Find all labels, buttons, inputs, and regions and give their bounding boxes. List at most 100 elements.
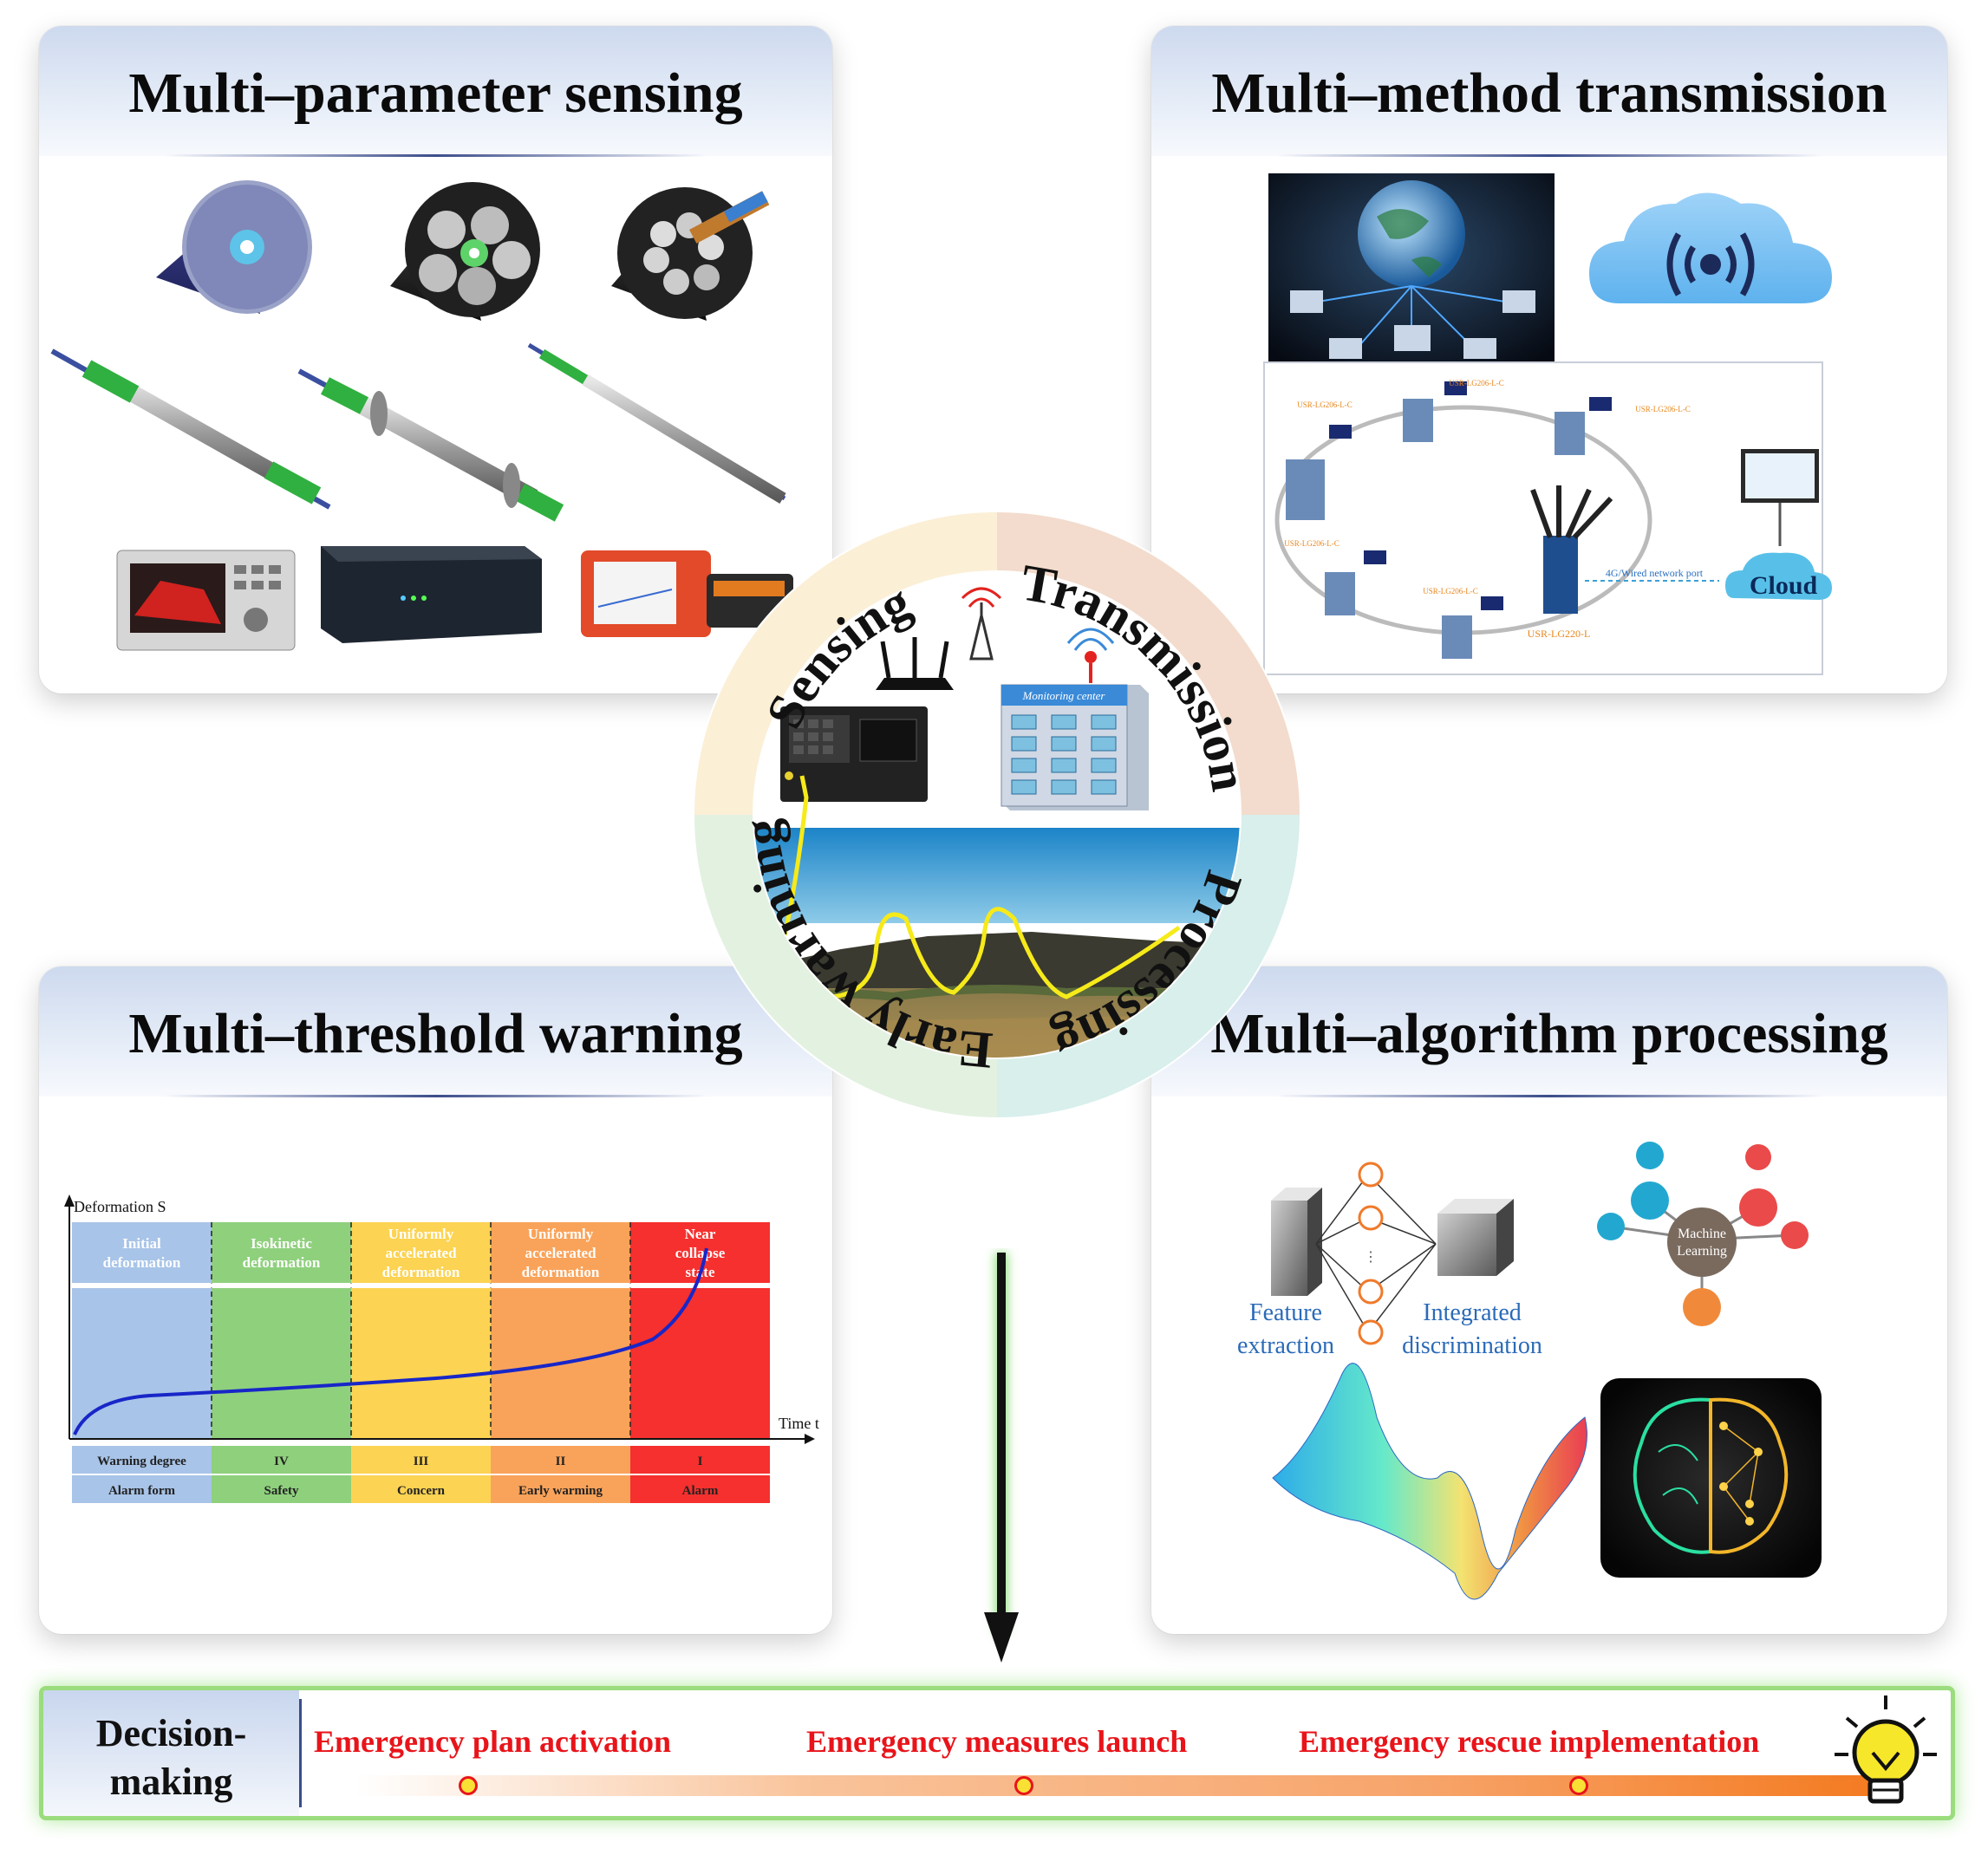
center-ring: Monitoring center Sensing Transmission P…: [693, 511, 1301, 1119]
stage-label: deformation: [522, 1264, 600, 1280]
warning-chart: Initial deformation Isokinetic deformation U…: [39, 967, 832, 1634]
panel-title: Multi–parameter sensing: [128, 62, 743, 125]
ellipsis: ⋮: [1364, 1250, 1378, 1265]
panel-header: [1151, 967, 1947, 1097]
gateway-label: USR-LG220-L: [1528, 628, 1591, 640]
iot-network-diagram: USR-LG206-L-C USR-LG206-L-C USR-LG206-L-…: [1263, 361, 1832, 675]
panel-title: Multi–threshold warning: [128, 1002, 743, 1065]
interrogator-box-icon: [321, 546, 542, 643]
fbg-sensor-rod-icon: [50, 348, 331, 510]
panel-title: Multi–method transmission: [1211, 62, 1887, 125]
panel-warning: Multi–threshold warning Initial deformati…: [39, 967, 832, 1634]
stage-label: collapse: [675, 1245, 726, 1261]
timeline-bar: [355, 1775, 1881, 1796]
table-cell-value: I: [698, 1455, 703, 1468]
stage-label: accelerated: [385, 1245, 457, 1261]
panel-title: Multi–algorithm processing: [1210, 1002, 1888, 1065]
step-emergency-plan-activation: Emergency plan activation: [314, 1724, 671, 1759]
step-emergency-rescue-implementation: Emergency rescue implementation: [1299, 1724, 1760, 1759]
table-cell-value: Alarm: [682, 1484, 719, 1498]
fiber-cable-icon: [156, 180, 312, 314]
panel-header: [39, 26, 832, 156]
wifi-router-icon: [876, 637, 954, 690]
panel-header: [1151, 26, 1947, 156]
stage-label: Uniformly: [528, 1226, 594, 1242]
stage-label: Near: [685, 1226, 716, 1242]
timeline-marker: [459, 1776, 478, 1795]
warning-chart-svg: Initial deformation Isokinetic deformation U…: [64, 1194, 819, 1503]
monitoring-device-icon: [780, 706, 928, 802]
panel-header: [39, 967, 832, 1097]
fbg-sensor-flanged-icon: [297, 368, 564, 522]
y-axis-label: Deformation S: [74, 1198, 166, 1215]
stage-label: deformation: [382, 1264, 460, 1280]
decision-label-line2: making: [109, 1761, 233, 1803]
transmission-illustrations: USR-LG206-L-C USR-LG206-L-C USR-LG206-L-…: [1263, 173, 1832, 675]
table-cell-value: III: [414, 1455, 429, 1468]
decision-label: Decision- making: [43, 1709, 299, 1806]
table-label-cell: [72, 1475, 212, 1503]
table-cell: [351, 1446, 491, 1474]
table-cell: [630, 1475, 770, 1503]
machine-learning-icon: Machine Learning: [1597, 1142, 1809, 1326]
table-cell: [491, 1446, 630, 1474]
stage-label: Isokinetic: [251, 1235, 312, 1252]
surface-plot-icon: [1272, 1363, 1587, 1600]
table-cell-value: Early warming: [518, 1484, 603, 1498]
table-cell-value: Concern: [397, 1484, 446, 1498]
panel-sensing: Multi–parameter sensing: [39, 26, 832, 693]
table-cell-value: II: [556, 1455, 566, 1468]
internet-globe-icon: [1268, 173, 1555, 373]
panel-transmission: Multi–method transmission: [1151, 26, 1947, 693]
decision-making-bar: Decision- making Emergency plan activati…: [39, 1686, 1955, 1820]
table-cell: [212, 1475, 351, 1503]
stage-label: deformation: [103, 1254, 181, 1271]
decision-divider: [299, 1699, 302, 1807]
link-label: 4G/Wired network port: [1606, 567, 1704, 579]
x-axis-arrow: [805, 1434, 815, 1444]
ml-label-1: Machine: [1678, 1227, 1726, 1241]
stage-header-cell: [212, 1222, 351, 1283]
panel-divider: [1277, 154, 1822, 157]
ml-label-2: Learning: [1677, 1244, 1727, 1259]
table-cell: [351, 1475, 491, 1503]
decision-label-line1: Decision-: [95, 1712, 247, 1754]
stage-label: accelerated: [525, 1245, 596, 1261]
wireless-cloud-icon: [1589, 192, 1832, 303]
panel-divider: [1277, 1095, 1822, 1097]
node-label: USR-LG206-L-C: [1635, 405, 1691, 413]
monitoring-center-building-icon: Monitoring center: [1001, 628, 1149, 810]
strain-sensor-needle-icon: [527, 342, 786, 504]
sensing-illustrations: [50, 180, 793, 651]
monitor-icon: [1741, 449, 1819, 546]
deformation-curve: [73, 1247, 708, 1435]
stage-header-cell: [72, 1222, 212, 1283]
stage-label: Uniformly: [388, 1226, 454, 1242]
step-emergency-measures-launch: Emergency measures launch: [806, 1724, 1188, 1759]
ai-brain-icon: [1600, 1378, 1822, 1578]
spectrum-analyzer-icon: [116, 550, 296, 651]
stage-label: Initial: [122, 1235, 161, 1252]
table-cell-value: Safety: [264, 1484, 299, 1498]
panel-divider: [165, 154, 707, 157]
node-label: USR-LG206-L-C: [1423, 587, 1478, 596]
stage-body-cell: [630, 1288, 770, 1439]
stage-body-cell: [212, 1288, 351, 1439]
x-axis-label: Time t: [779, 1415, 819, 1432]
stranded-cable-icon: [390, 182, 540, 321]
stage-body-cell: [351, 1288, 491, 1439]
armored-cable-icon: [611, 187, 770, 321]
table-cell: [212, 1446, 351, 1474]
panel-divider: [165, 1095, 707, 1097]
neural-network-icon: ⋮: [1271, 1162, 1514, 1345]
stage-label: deformation: [243, 1254, 321, 1271]
table-row-label: Warning degree: [97, 1455, 186, 1468]
table-label-cell: [72, 1446, 212, 1474]
timeline-marker: [1014, 1776, 1033, 1795]
stage-header-cell: [491, 1222, 630, 1283]
monitoring-center-label: Monitoring center: [1022, 689, 1106, 702]
signal-tower-icon: [961, 587, 1002, 661]
